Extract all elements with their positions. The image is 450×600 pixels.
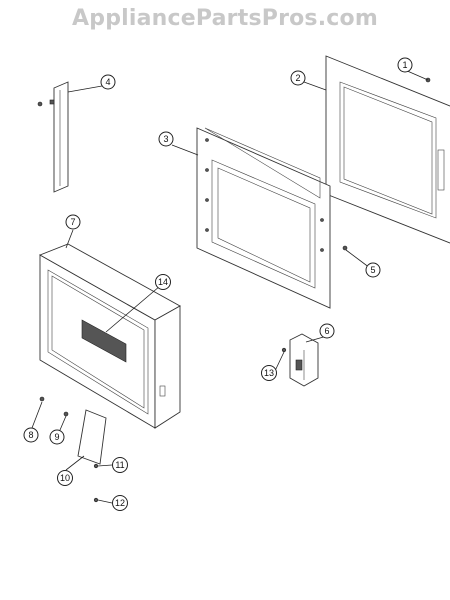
callout-6-label: 6 <box>324 326 329 336</box>
callout-10: 10 <box>57 470 73 486</box>
part-front-door <box>38 243 181 429</box>
callout-14: 14 <box>155 274 171 290</box>
callout-12-label: 12 <box>115 498 125 508</box>
callout-4-label: 4 <box>105 77 110 87</box>
callout-5-label: 5 <box>370 265 375 275</box>
callout-4: 4 <box>100 74 116 90</box>
callout-7: 7 <box>65 214 81 230</box>
callout-10-label: 10 <box>60 473 70 483</box>
callout-8: 8 <box>23 427 39 443</box>
callout-3: 3 <box>158 131 174 147</box>
callout-13: 13 <box>261 365 277 381</box>
callout-12: 12 <box>112 495 128 511</box>
callout-6: 6 <box>319 323 335 339</box>
callout-9-label: 9 <box>54 432 59 442</box>
callout-11-label: 11 <box>115 460 124 470</box>
callout-11: 11 <box>112 457 128 473</box>
callout-2: 2 <box>290 70 306 86</box>
callout-1-label: 1 <box>402 60 407 70</box>
watermark-text: AppliancePartsPros.com <box>72 6 378 31</box>
callout-8-label: 8 <box>28 430 33 440</box>
callout-2-label: 2 <box>295 73 300 83</box>
part-inner-panel <box>196 127 331 309</box>
callout-3-label: 3 <box>163 134 168 144</box>
callout-1: 1 <box>397 57 413 73</box>
part-handle-bracket <box>77 409 107 465</box>
callout-5: 5 <box>365 262 381 278</box>
part-latch <box>289 333 319 387</box>
callout-13-label: 13 <box>264 368 274 378</box>
part-outer-frame <box>325 55 450 244</box>
callout-14-label: 14 <box>158 277 168 287</box>
callout-9: 9 <box>49 429 65 445</box>
part-hinge-strip <box>37 81 69 193</box>
callout-7-label: 7 <box>70 217 75 227</box>
